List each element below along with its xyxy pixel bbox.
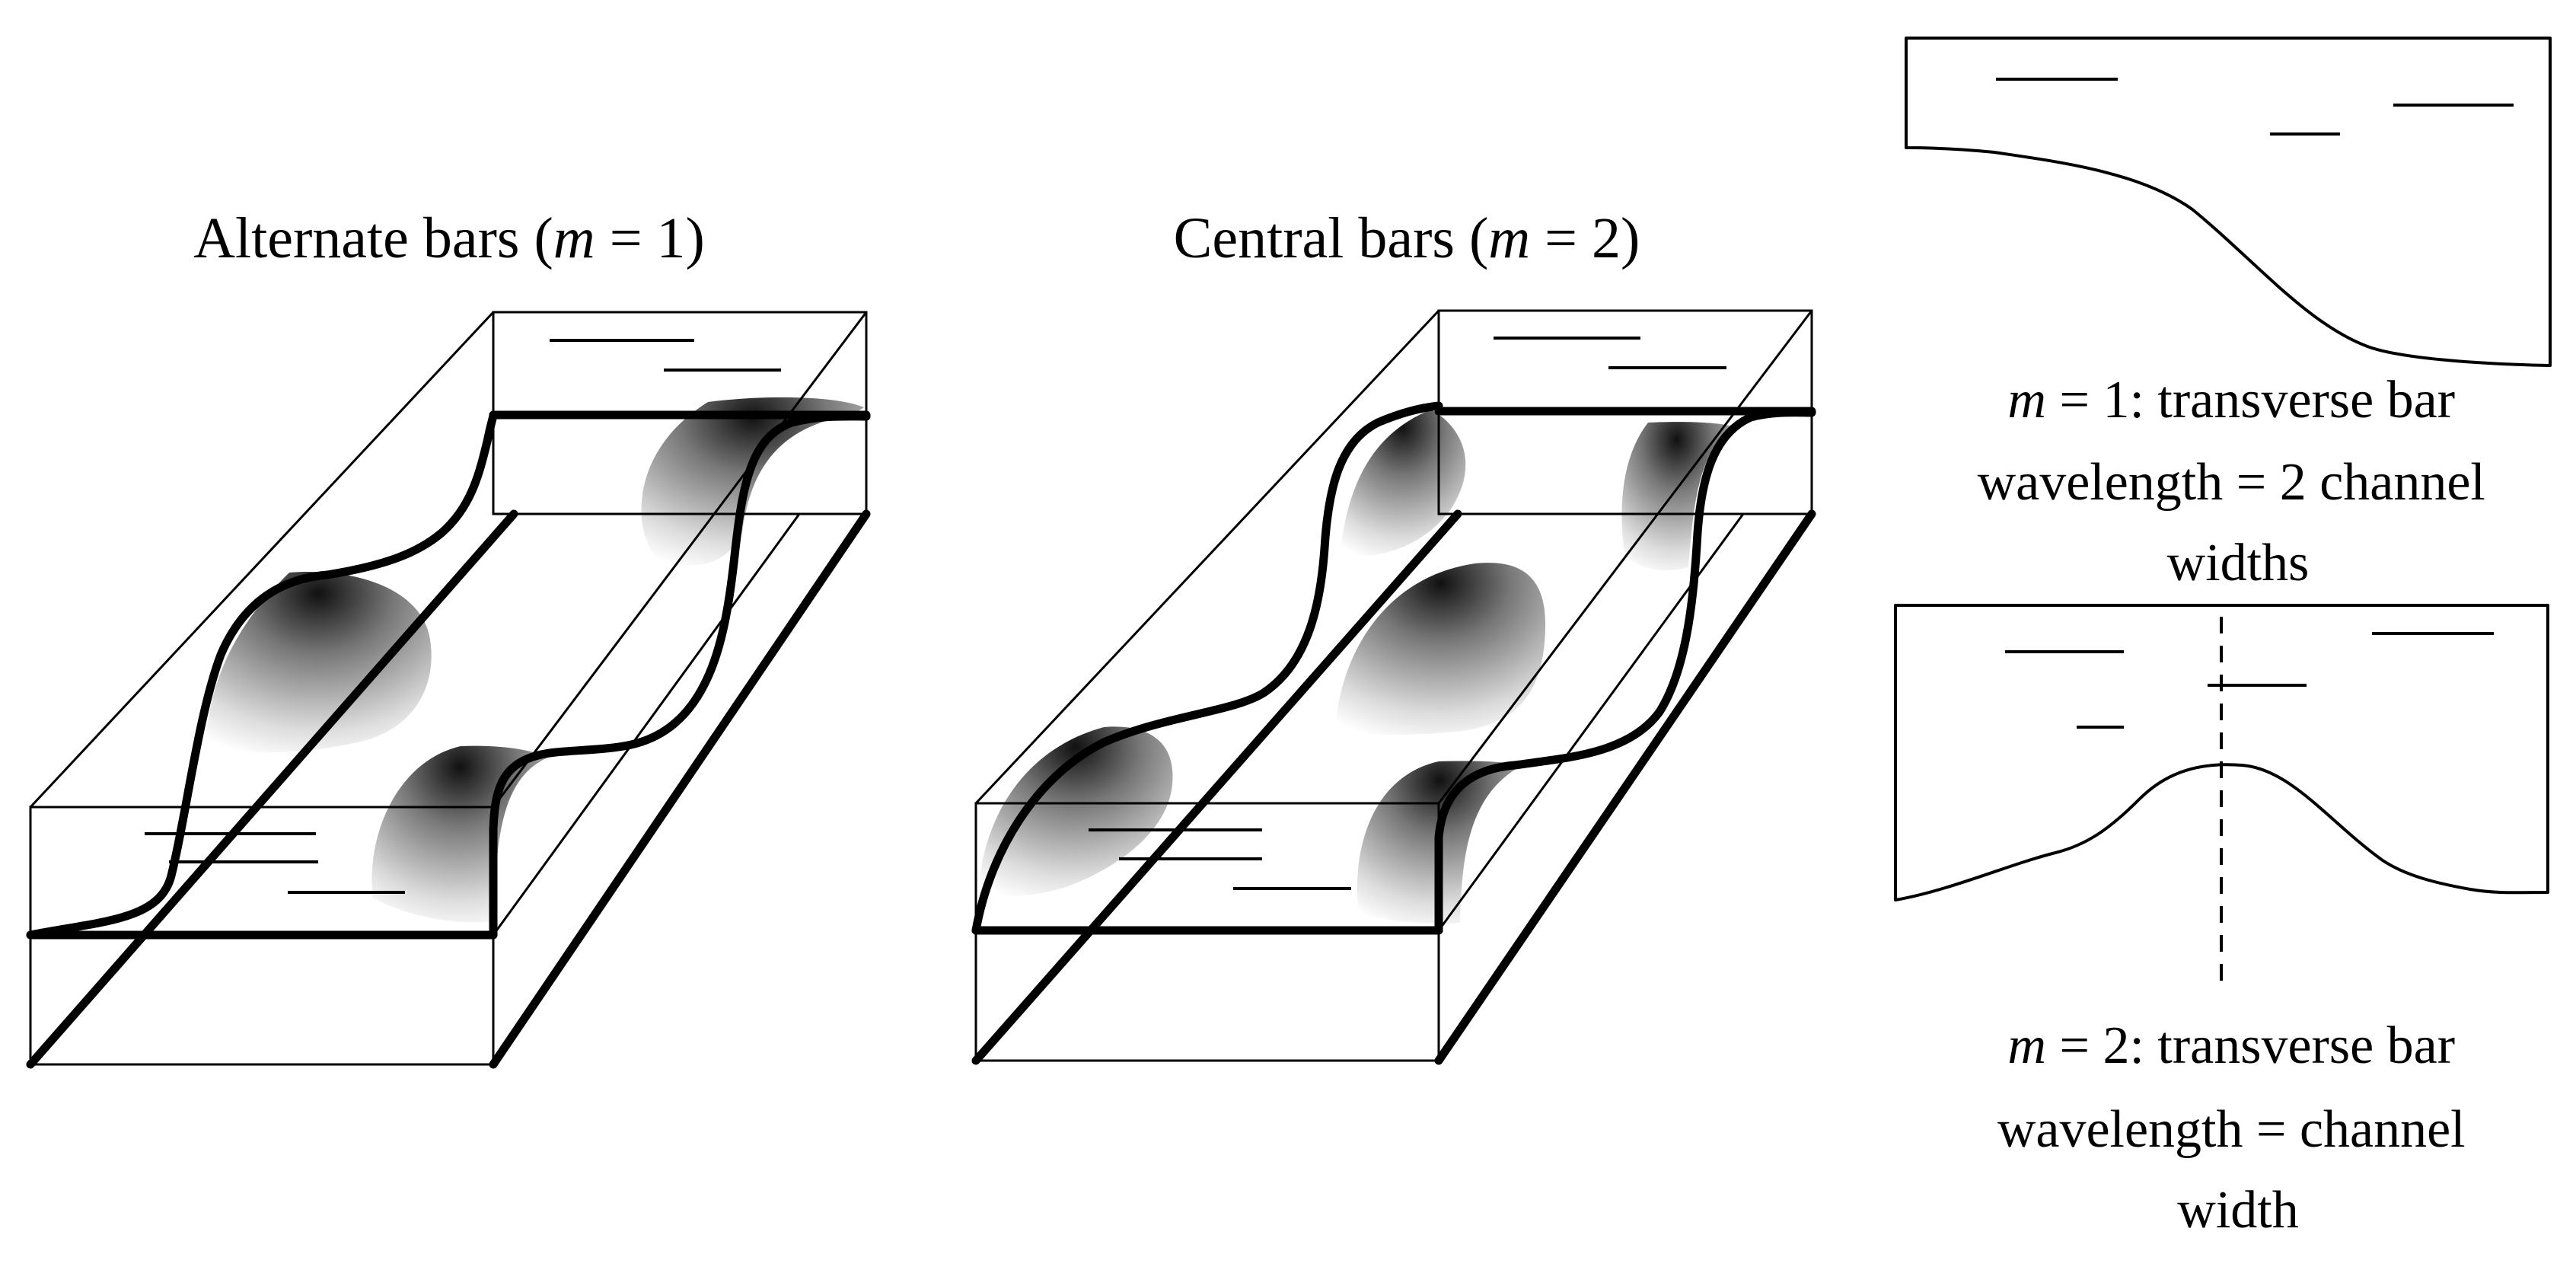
bar-shading xyxy=(978,410,1732,924)
bar-shading xyxy=(206,397,864,923)
water-surface-lines xyxy=(1089,337,1726,890)
caption-m2: m = 2: transverse bar wavelength = chann… xyxy=(1997,1016,2479,1240)
caption-m1: m = 1: transverse bar wavelength = 2 cha… xyxy=(1978,371,2499,592)
central-bars-title: Central bars (m = 2) xyxy=(1174,206,1640,270)
channel-outline-thick xyxy=(971,401,1816,1065)
alternate-bars-panel: Alternate bars (m = 1) xyxy=(26,206,871,1069)
central-bars-panel: Central bars (m = 2) xyxy=(971,206,1816,1065)
alternate-bars-title: Alternate bars (m = 1) xyxy=(193,206,705,270)
cross-section-m1: m = 1: transverse bar wavelength = 2 cha… xyxy=(1905,37,2552,592)
channel-outline-thick xyxy=(26,410,871,1069)
cross-section-m2: m = 2: transverse bar wavelength = chann… xyxy=(1894,604,2549,1240)
